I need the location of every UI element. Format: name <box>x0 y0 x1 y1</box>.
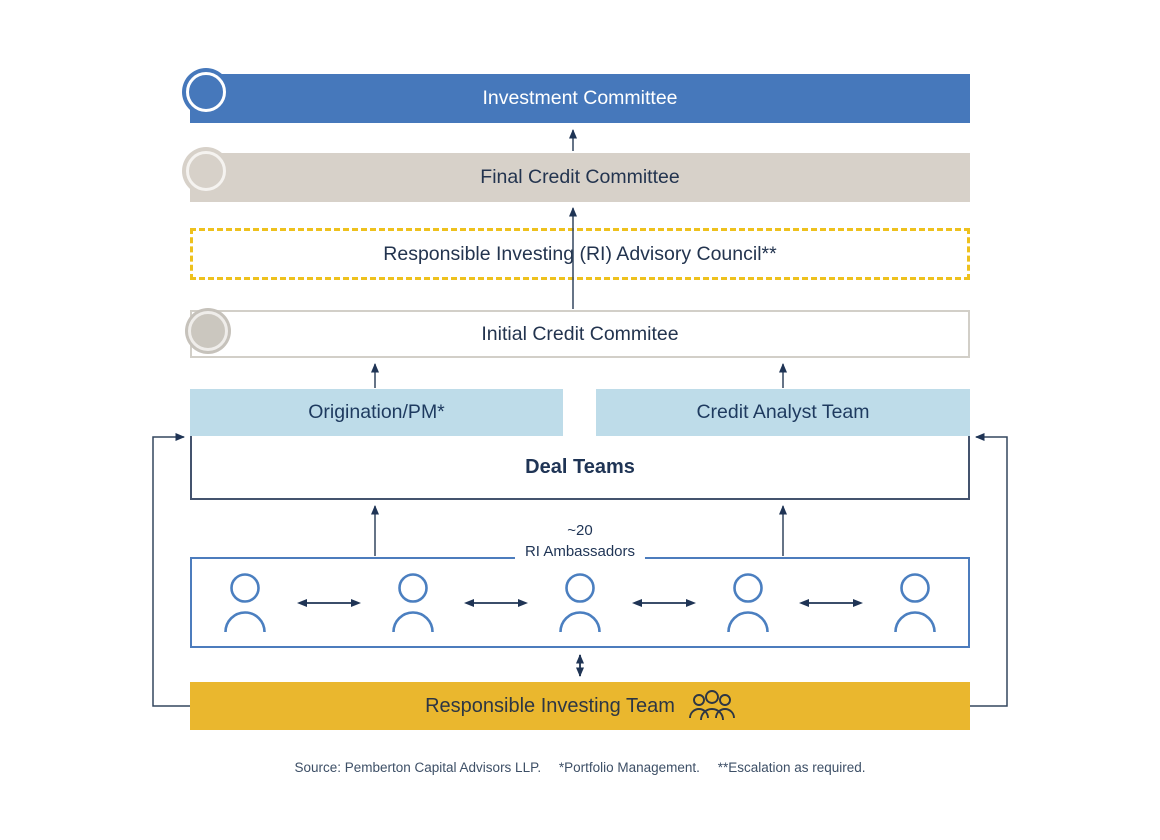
node-responsible-investing-team: Responsible Investing Team <box>190 682 970 730</box>
committee-circle-icon <box>186 72 226 112</box>
node-origination-pm: Origination/PM* <box>190 389 563 436</box>
node-final-credit-committee: Final Credit Committee <box>186 151 970 202</box>
ambassadors-count: ~20 <box>567 522 593 539</box>
portfolio-note: *Portfolio Management. <box>558 760 700 775</box>
node-credit-analyst-team: Credit Analyst Team <box>596 389 970 436</box>
final-credit-committee-label: Final Credit Committee <box>480 166 680 188</box>
bidirectional-arrow-icon <box>799 598 864 607</box>
node-investment-committee: Investment Committee <box>186 72 970 123</box>
ri-ambassadors-caption: ~20 RI Ambassadors <box>514 520 646 562</box>
deal-teams-label: Deal Teams <box>525 455 635 478</box>
person-icon <box>391 572 434 632</box>
source-footnote: Source: Pemberton Capital Advisors LLP. … <box>0 760 1160 775</box>
committee-circle-icon <box>186 151 226 191</box>
connector-riteam-to-dealteams-left <box>152 433 190 707</box>
origination-pm-label: Origination/PM* <box>308 401 445 423</box>
person-icon <box>894 572 936 632</box>
source-text: Source: Pemberton Capital Advisors LLP. <box>294 760 542 775</box>
team-group-icon <box>688 690 735 721</box>
person-icon <box>224 572 266 632</box>
committee-circle-icon <box>188 311 228 351</box>
node-deal-teams: Deal Teams <box>190 436 970 500</box>
person-icon <box>726 572 769 632</box>
person-icon <box>559 572 601 632</box>
bidirectional-arrow-icon <box>296 598 361 607</box>
node-ri-ambassadors <box>190 557 970 648</box>
escalation-note: **Escalation as required. <box>717 760 866 775</box>
ri-advisory-council-label: Responsible Investing (RI) Advisory Coun… <box>383 242 777 265</box>
ambassadors-label: RI Ambassadors <box>524 543 636 560</box>
credit-analyst-team-label: Credit Analyst Team <box>696 401 870 423</box>
bidirectional-arrow-icon <box>464 598 529 607</box>
node-ri-advisory-council: Responsible Investing (RI) Advisory Coun… <box>190 228 970 280</box>
initial-credit-committee-label: Initial Credit Commitee <box>481 322 679 345</box>
investment-committee-label: Investment Committee <box>482 87 678 109</box>
responsible-investing-team-label: Responsible Investing Team <box>425 694 675 717</box>
node-initial-credit-committee: Initial Credit Commitee <box>188 310 970 358</box>
connector-riteam-to-dealteams-right <box>970 433 1008 707</box>
bidirectional-arrow-icon <box>631 598 696 607</box>
